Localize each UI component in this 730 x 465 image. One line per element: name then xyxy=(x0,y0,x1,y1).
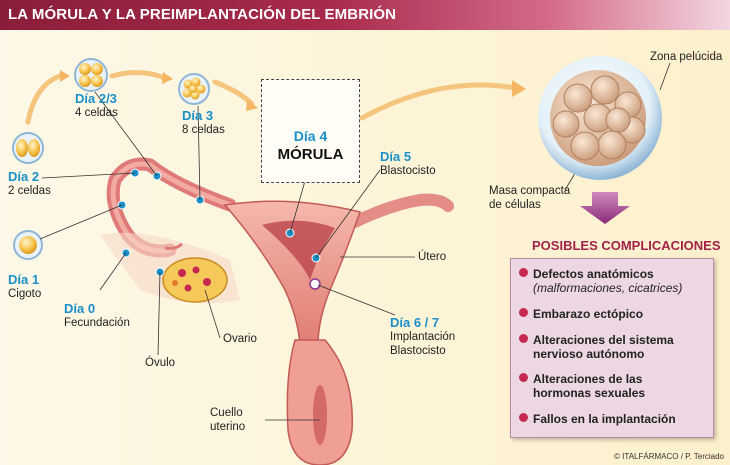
complication-item: Alteraciones del sistema nervioso autóno… xyxy=(519,333,674,361)
progression-arrows xyxy=(25,70,518,125)
stage-day4-label: Día 4 xyxy=(293,128,328,144)
complication-item: Fallos en la implantación xyxy=(519,412,676,426)
page-title: LA MÓRULA Y LA PREIMPLANTACIÓN DEL EMBRI… xyxy=(8,6,397,23)
ovum-label: Óvulo xyxy=(145,357,176,369)
credit-text: © ITALFÁRMACO / P. Terciado xyxy=(614,452,724,461)
ovary-label: Ovario xyxy=(223,333,257,345)
zona-pellucida-label: Zona pelúcida xyxy=(650,51,723,63)
four-cell-icon xyxy=(74,58,108,92)
complications-box: Defectos anatómicos (malformaciones, cic… xyxy=(510,258,714,438)
eight-cell-icon xyxy=(178,73,210,105)
bullet-icon xyxy=(519,308,528,317)
down-arrow xyxy=(580,192,630,224)
uterus-illustration xyxy=(100,157,454,465)
bullet-icon xyxy=(519,413,528,422)
arrowheads xyxy=(60,70,526,111)
two-cell-icon xyxy=(12,132,44,164)
complications-title: POSIBLES COMPLICACIONES xyxy=(532,238,721,253)
large-morula-illustration xyxy=(538,56,662,180)
complication-item: Embarazo ectópico xyxy=(519,307,643,321)
zygote-icon xyxy=(13,230,43,260)
morula-label: MÓRULA xyxy=(277,146,344,163)
morula-box: Día 4 MÓRULA xyxy=(261,79,360,183)
bullet-icon xyxy=(519,334,528,343)
title-bar: LA MÓRULA Y LA PREIMPLANTACIÓN DEL EMBRI… xyxy=(0,0,730,30)
complication-item: Alteraciones de las hormonas sexuales xyxy=(519,372,645,400)
bullet-icon xyxy=(519,373,528,382)
uterus-label: Útero xyxy=(418,251,447,263)
bullet-icon xyxy=(519,268,528,277)
leader-lines xyxy=(39,62,671,421)
complication-item: Defectos anatómicos (malformaciones, cic… xyxy=(519,267,682,295)
